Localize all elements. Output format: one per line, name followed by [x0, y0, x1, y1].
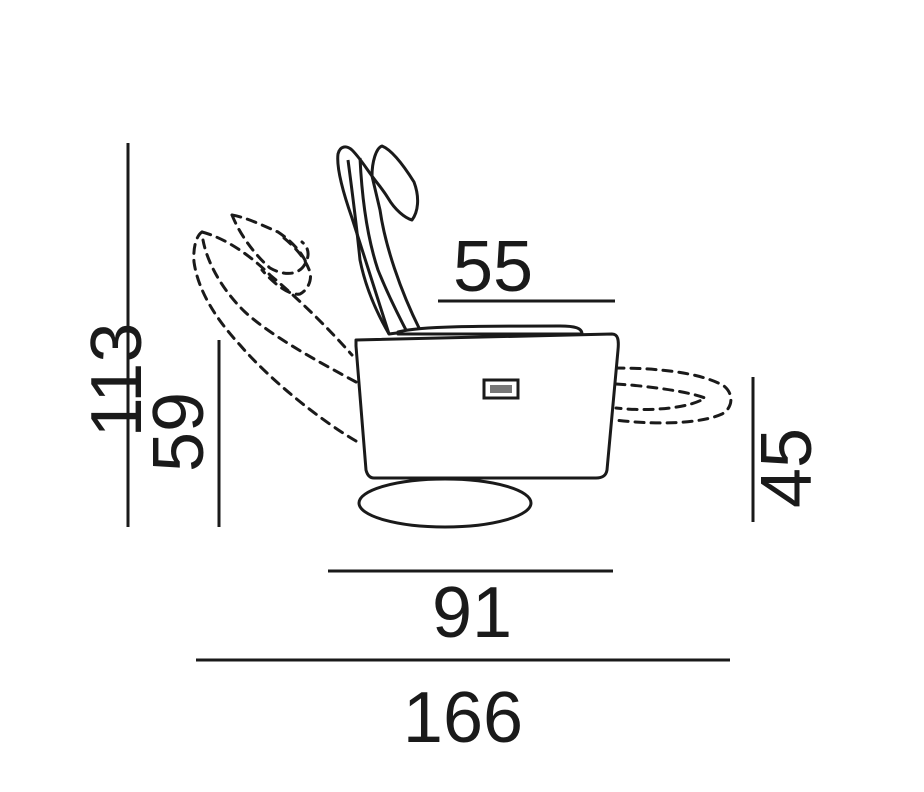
total-height-label: 113 — [77, 323, 157, 438]
seat-height-label: 59 — [139, 392, 219, 472]
reclined-backrest-outline — [192, 213, 358, 443]
recline-control-slot — [490, 385, 512, 393]
seat-cushion — [396, 324, 584, 336]
footrest-height-label: 45 — [747, 428, 827, 508]
chair-backrest — [336, 144, 422, 336]
extended-length-label: 166 — [403, 678, 523, 758]
seat-depth-label: 55 — [453, 227, 533, 307]
chair-body — [354, 332, 620, 480]
depth-label: 91 — [432, 573, 512, 653]
swivel-base — [357, 477, 533, 529]
extended-footrest-outline — [613, 366, 733, 425]
